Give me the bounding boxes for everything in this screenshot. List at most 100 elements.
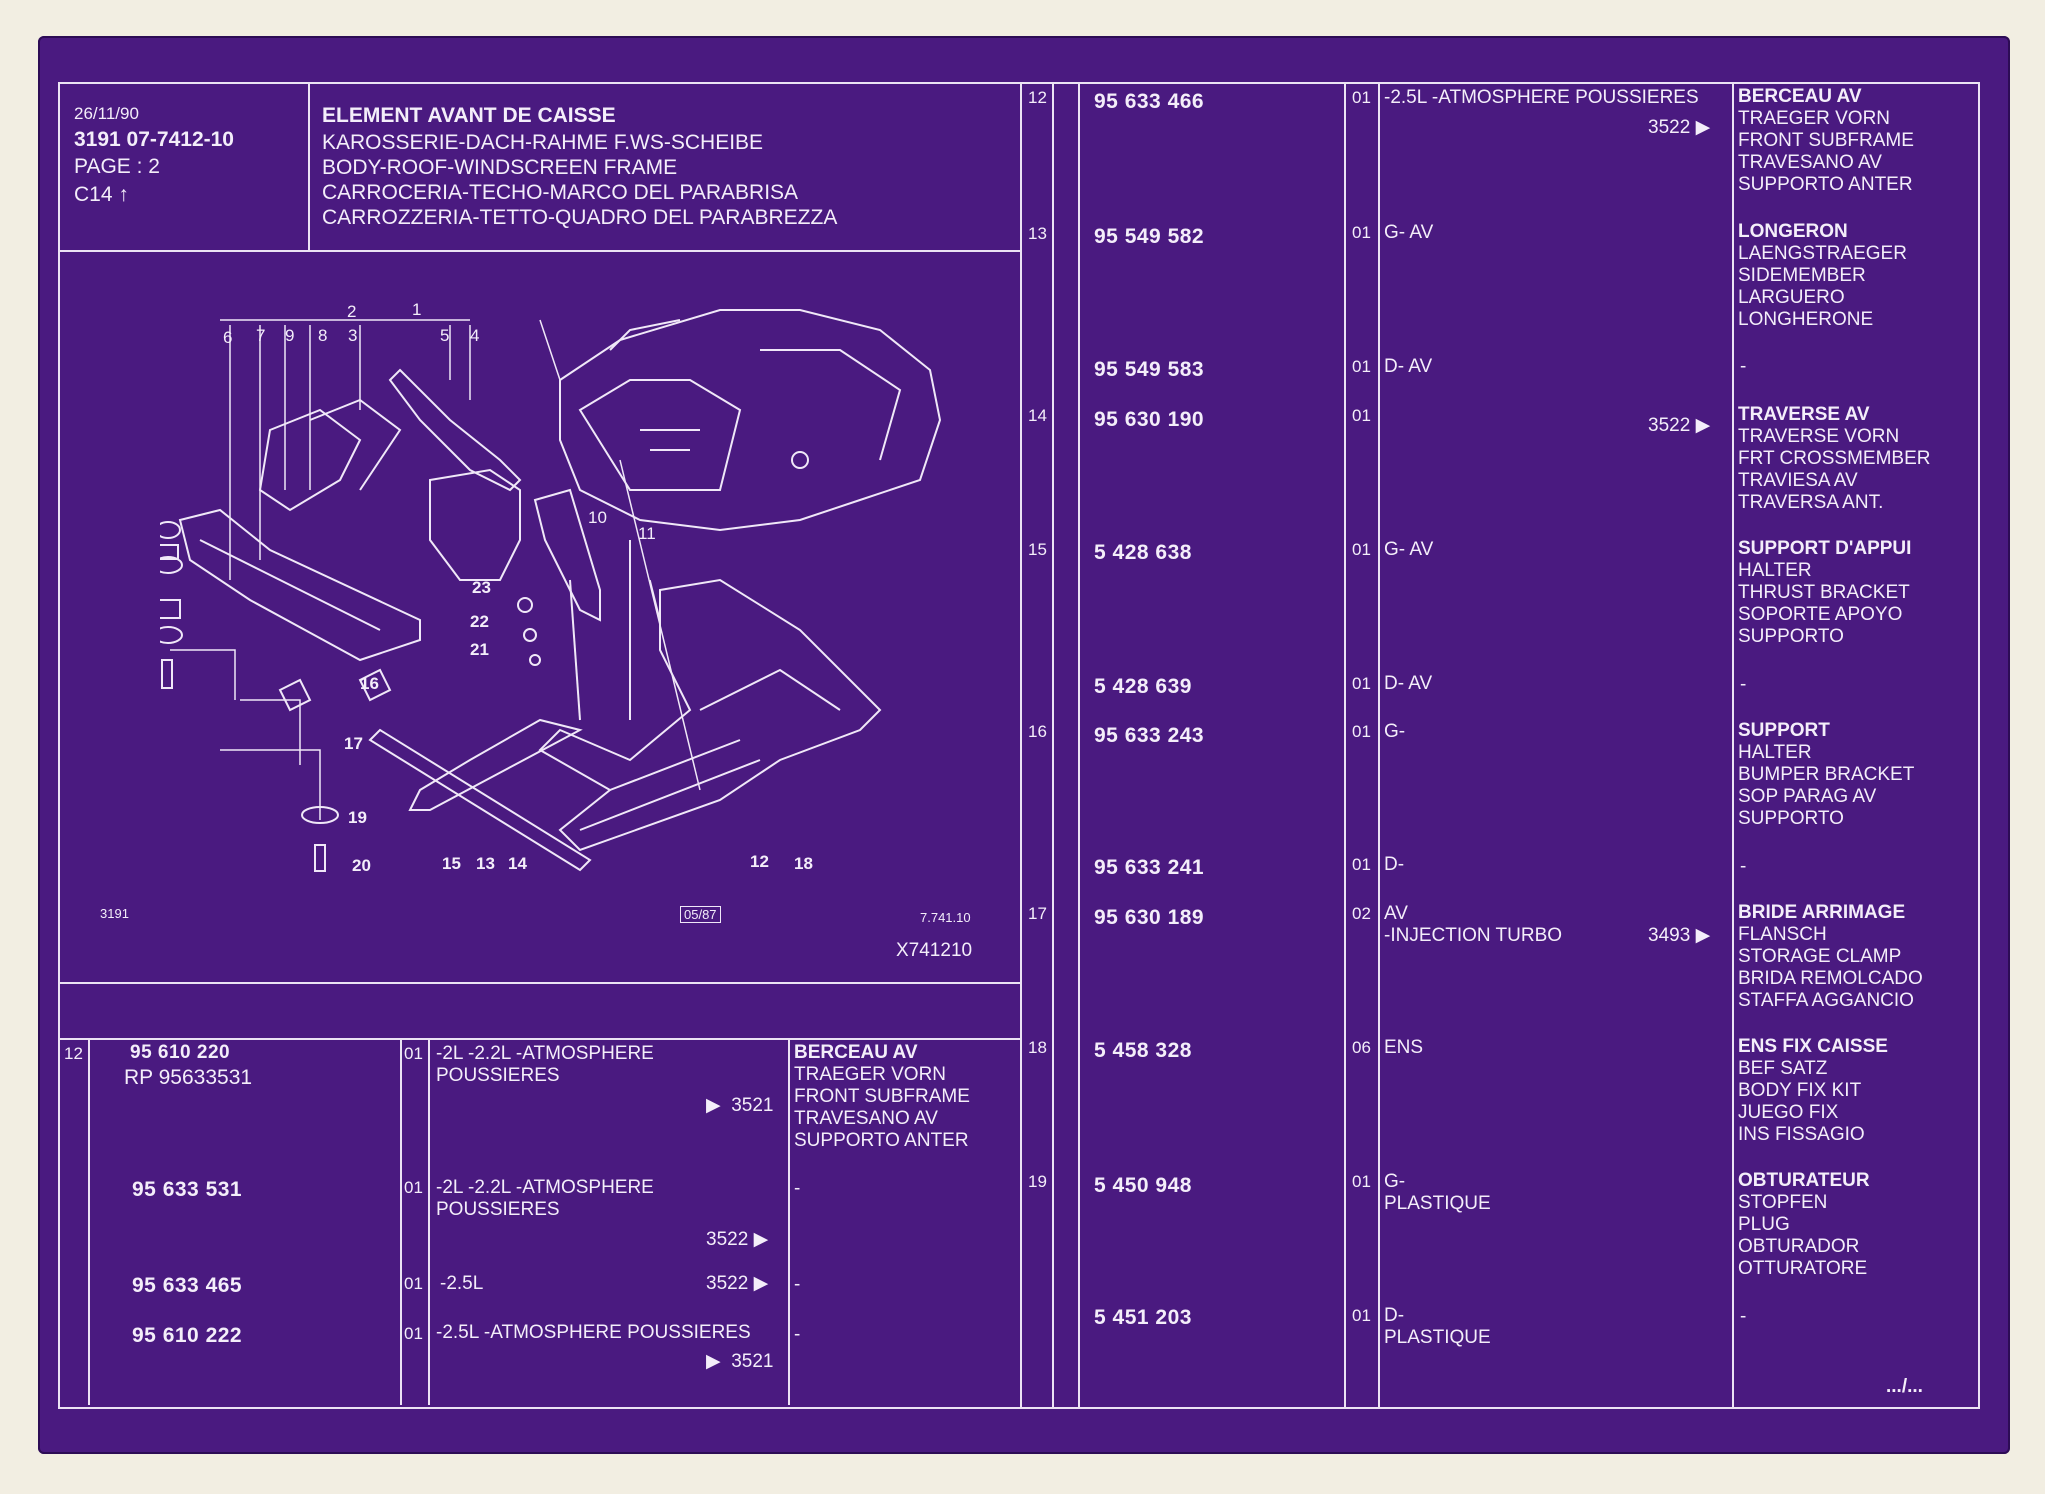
left-ref-label: 3522 <box>706 1229 749 1250</box>
right-part-number: 5 428 639 <box>1094 675 1192 698</box>
right-desc-title: ENS FIX CAISSE <box>1738 1036 1888 1057</box>
left-qty: 01 <box>404 1324 423 1343</box>
right-part-number: 95 633 241 <box>1094 856 1205 879</box>
right-desc-title: BERCEAU AV <box>1738 86 1862 107</box>
right-spec: D- <box>1384 1305 1405 1326</box>
doc-ref: 3191 07-7412-10 <box>74 128 234 151</box>
right-desc-en: FRONT SUBFRAME <box>1738 130 1914 151</box>
right-part-number: 95 633 243 <box>1094 724 1205 747</box>
mid-divider <box>1020 82 1022 1407</box>
left-desc-es: TRAVESANO AV <box>794 1108 938 1129</box>
right-spec: D- AV <box>1384 673 1433 694</box>
left-part-number: 95 610 222 <box>132 1324 243 1347</box>
callout-17: 17 <box>344 734 363 753</box>
right-spec2: PLASTIQUE <box>1384 1327 1491 1348</box>
right-qty: 01 <box>1352 357 1371 376</box>
microfiche-sheet <box>38 36 2010 1454</box>
right-desc-it: OTTURATORE <box>1738 1258 1868 1279</box>
right-part-number: 95 630 189 <box>1094 906 1205 929</box>
right-desc-it: SUPPORTO ANTER <box>1738 174 1913 195</box>
right-desc-es: LARGUERO <box>1738 287 1845 308</box>
left-qty-col <box>428 1040 430 1405</box>
left-part-number: 95 633 531 <box>132 1178 243 1201</box>
callout-8: 8 <box>318 326 328 345</box>
right-part-number: 95 630 190 <box>1094 408 1205 431</box>
left-desc-de: TRAEGER VORN <box>794 1064 947 1085</box>
right-part-number: 95 549 582 <box>1094 225 1205 248</box>
left-part-col <box>400 1040 402 1405</box>
right-qty: 01 <box>1352 88 1371 107</box>
callout-20: 20 <box>352 856 371 875</box>
doc-code: C14 ↑ <box>74 183 129 207</box>
right-desc-de: HALTER <box>1738 560 1812 581</box>
callout-19: 19 <box>348 808 367 827</box>
right-spec: ENS <box>1384 1037 1424 1058</box>
callout-21: 21 <box>470 640 489 659</box>
right-spec: D- <box>1384 854 1405 875</box>
right-desc-it: TRAVERSA ANT. <box>1738 492 1884 513</box>
right-qty: 01 <box>1352 1172 1371 1191</box>
right-desc-title: OBTURATEUR <box>1738 1170 1870 1191</box>
right-desc-es: JUEGO FIX <box>1738 1102 1839 1123</box>
right-desc-title: TRAVERSE AV <box>1738 404 1870 425</box>
left-ref-label: 3522 <box>706 1273 749 1294</box>
callout-2: 2 <box>347 302 357 321</box>
right-desc-it: LONGHERONE <box>1738 309 1874 330</box>
left-qty: 01 <box>404 1178 423 1197</box>
up-arrow-icon: ↑ <box>118 183 129 206</box>
right-idx-col <box>1052 82 1054 1407</box>
right-desc-title: SUPPORT <box>1738 720 1830 741</box>
callout-10: 10 <box>588 508 607 527</box>
right-desc-es: TRAVESANO AV <box>1738 152 1882 173</box>
left-spec: -2.5L -ATMOSPHERE POUSSIERES <box>436 1322 751 1343</box>
left-spec: -2L -2.2L -ATMOSPHERE <box>436 1177 654 1198</box>
right-ref: 3493 ▶ <box>1648 924 1710 947</box>
right-spec2: PLASTIQUE <box>1384 1193 1491 1214</box>
right-qty: 06 <box>1352 1038 1371 1057</box>
right-spec: -2.5L -ATMOSPHERE POUSSIERES <box>1384 87 1699 108</box>
right-desc-en: PLUG <box>1738 1214 1790 1235</box>
right-spec: AV <box>1384 903 1408 924</box>
right-desc-title: - <box>1740 1306 1747 1327</box>
right-row-idx: 13 <box>1028 224 1047 243</box>
title-it: CARROZZERIA-TETTO-QUADRO DEL PARABREZZA <box>322 206 838 229</box>
right-part-number: 95 549 583 <box>1094 358 1205 381</box>
callout-11: 11 <box>638 524 656 543</box>
right-qty: 01 <box>1352 540 1371 559</box>
right-idx-col-2 <box>1078 82 1080 1407</box>
right-spec: G- <box>1384 721 1406 742</box>
right-row-idx: 16 <box>1028 722 1047 741</box>
right-desc-title: - <box>1740 356 1747 377</box>
left-ref: ▶ 3521 <box>706 1094 773 1117</box>
right-desc-it: STAFFA AGGANCIO <box>1738 990 1914 1011</box>
right-qty: 01 <box>1352 722 1371 741</box>
left-desc-title: BERCEAU AV <box>794 1042 918 1063</box>
right-qty: 01 <box>1352 674 1371 693</box>
callout-18: 18 <box>794 854 813 873</box>
parts-top-divider <box>58 1038 1020 1040</box>
right-ref-label: 3522 <box>1648 117 1691 138</box>
left-qty: 01 <box>404 1044 423 1063</box>
exploded-diagram <box>160 309 942 872</box>
callout-14: 14 <box>508 854 527 873</box>
doc-code-label: C14 <box>74 183 113 206</box>
callout-6: 6 <box>223 328 233 347</box>
callout-3: 3 <box>348 326 358 345</box>
right-desc-de: TRAEGER VORN <box>1738 108 1891 129</box>
header-col-divider <box>308 82 310 252</box>
left-spec-col <box>788 1040 790 1405</box>
right-desc-de: BEF SATZ <box>1738 1058 1828 1079</box>
right-desc-it: INS FISSAGIO <box>1738 1124 1865 1145</box>
title-en: BODY-ROOF-WINDSCREEN FRAME <box>322 156 678 179</box>
right-qty: 01 <box>1352 1306 1371 1325</box>
left-qty: 01 <box>404 1274 423 1293</box>
right-qty: 01 <box>1352 223 1371 242</box>
callout-9: 9 <box>285 326 295 345</box>
right-desc-en: BODY FIX KIT <box>1738 1080 1862 1101</box>
title-es: CARROCERIA-TECHO-MARCO DEL PARABRISA <box>322 181 799 204</box>
callout-15: 15 <box>442 854 461 873</box>
callout-22: 22 <box>470 612 489 631</box>
callout-5: 5 <box>440 326 450 345</box>
right-desc-es: BRIDA REMOLCADO <box>1738 968 1923 989</box>
left-part-number: 95 610 220 <box>130 1042 231 1063</box>
